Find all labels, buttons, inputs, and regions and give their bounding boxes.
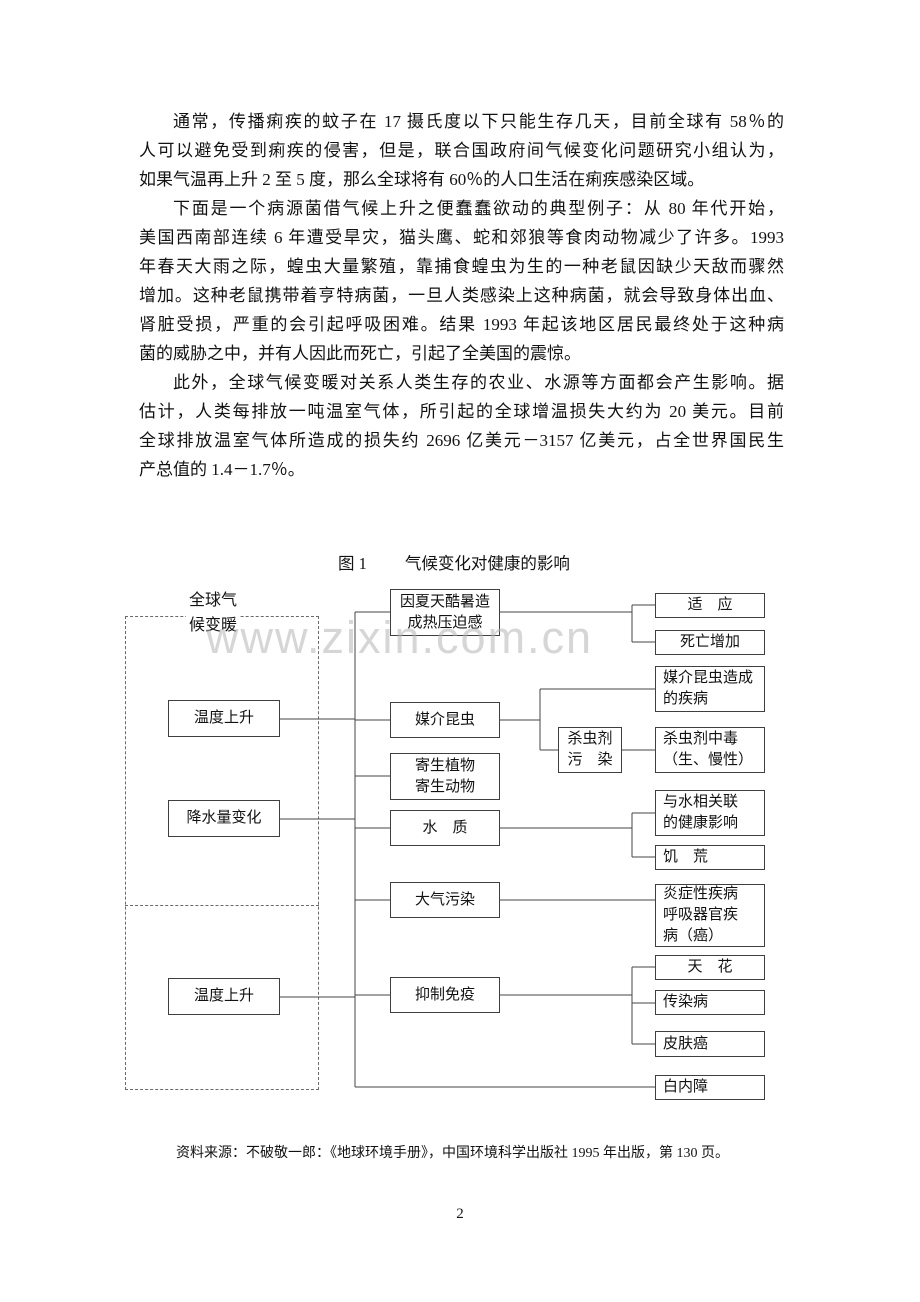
text-line: 肾脏受损，严重的会引起呼吸困难。结果 1993 年起该地区居民最终处于这种病	[139, 315, 784, 334]
text-line: 下面是一个病源菌借气候上升之便蠢蠢欲动的典型例子：从 80 年代开始，	[173, 199, 784, 218]
group-label-global-warming: 全球气 候变暖	[186, 588, 241, 638]
node-label: 传染病	[663, 994, 709, 1010]
node-label: 抑制免疫	[414, 986, 475, 1003]
node-label: 杀虫剂 污 染	[567, 731, 613, 768]
node-label: 杀虫剂中毒 （生、慢性）	[663, 731, 754, 768]
text-line: 年春天大雨之际，蝗虫大量繁殖，靠捕食蝗虫为生的一种老鼠因缺少天敌而骤然	[139, 257, 784, 276]
figure-caption-title: 气候变化对健康的影响	[404, 554, 570, 573]
node-precipitation-change: 降水量变化	[168, 800, 280, 837]
node-temperature-rise-2: 温度上升	[168, 978, 280, 1015]
paragraph-1: 通常，传播痢疾的蚊子在 17 摄氏度以下只能生存几天，目前全球有 58％的 人可…	[139, 107, 784, 194]
text-line: 菌的威胁之中，并有人因此而死亡，引起了全美国的震惊。	[139, 344, 581, 363]
paragraph-3: 此外，全球气候变暖对关系人类生存的农业、水源等方面都会产生影响。据 估计，人类每…	[139, 368, 784, 484]
group-divider-line	[125, 905, 319, 906]
text-line: 全球排放温室气体所造成的损失约 2696 亿美元－3157 亿美元，占全世界国民…	[139, 431, 784, 450]
text-line: 如果气温再上升 2 至 5 度，那么全球将有 60％的人口生活在痢疾感染区域。	[139, 170, 705, 189]
node-vector-borne-disease: 媒介昆虫造成 的疾病	[655, 666, 765, 712]
node-label: 温度上升	[193, 988, 254, 1004]
text-line: 产总值的 1.4－1.7％。	[139, 460, 305, 479]
node-label: 媒介昆虫造成 的疾病	[663, 670, 754, 707]
node-immune-suppression: 抑制免疫	[390, 977, 500, 1013]
node-label: 天 花	[687, 959, 733, 975]
node-respiratory-disease: 炎症性疾病 呼吸器官疾 病（癌）	[655, 884, 765, 947]
node-cataract: 白内障	[655, 1075, 765, 1100]
text-line: 增加。这种老鼠携带着亨特病菌，一旦人类感染上这种病菌，就会导致身体出血、	[139, 286, 784, 305]
node-adaptation: 适 应	[655, 593, 765, 618]
source-note: 资料来源：不破敬一郎：《地球环境手册》，中国环境科学出版社 1995 年出版，第…	[176, 1146, 729, 1161]
node-air-pollution: 大气污染	[390, 882, 500, 918]
text-line: 估计，人类每排放一吨温室气体，所引起的全球增温损失大约为 20 美元。目前	[139, 402, 784, 421]
node-label: 饥 荒	[663, 849, 709, 865]
node-death-increase: 死亡增加	[655, 630, 765, 655]
node-pesticide-poisoning: 杀虫剂中毒 （生、慢性）	[655, 727, 765, 773]
page-number: 2	[456, 1206, 464, 1222]
node-label: 皮肤癌	[663, 1035, 709, 1052]
node-label: 温度上升	[193, 710, 254, 726]
node-vector-insects: 媒介昆虫	[390, 702, 500, 738]
body-text: 通常，传播痢疾的蚊子在 17 摄氏度以下只能生存几天，目前全球有 58％的 人可…	[139, 107, 784, 484]
node-label: 大气污染	[414, 891, 475, 908]
node-heat-stress: 因夏天酷暑造 成热压迫感	[390, 589, 500, 636]
node-label: 与水相关联 的健康影响	[663, 794, 739, 831]
figure-caption: 图 1 气候变化对健康的影响	[338, 550, 570, 574]
node-label: 适 应	[687, 597, 733, 613]
node-water-related-health: 与水相关联 的健康影响	[655, 790, 765, 836]
node-famine: 饥 荒	[655, 845, 765, 870]
node-label: 炎症性疾病 呼吸器官疾 病（癌）	[663, 886, 739, 944]
text-line: 人可以避免受到痢疾的侵害，但是，联合国政府间气候变化问题研究小组认为，	[139, 141, 784, 160]
paragraph-2: 下面是一个病源菌借气候上升之便蠢蠢欲动的典型例子：从 80 年代开始， 美国西南…	[139, 194, 784, 368]
node-smallpox: 天 花	[655, 955, 765, 980]
node-temperature-rise-1: 温度上升	[168, 700, 280, 737]
node-pesticide-pollution: 杀虫剂 污 染	[558, 727, 622, 773]
text-line: 此外，全球气候变暖对关系人类生存的农业、水源等方面都会产生影响。据	[173, 373, 784, 392]
node-label: 因夏天酷暑造 成热压迫感	[399, 593, 490, 631]
node-label: 死亡增加	[679, 634, 740, 650]
node-label: 媒介昆虫	[414, 711, 475, 728]
node-infectious-disease: 传染病	[655, 990, 765, 1015]
node-label: 寄生植物 寄生动物	[414, 757, 475, 795]
node-label: 白内障	[663, 1079, 709, 1095]
node-parasites: 寄生植物 寄生动物	[390, 753, 500, 800]
node-water-quality: 水 质	[390, 810, 500, 846]
node-label: 降水量变化	[186, 810, 262, 826]
figure-caption-label: 图 1	[338, 554, 367, 573]
text-line: 美国西南部连续 6 年遭受旱灾，猫头鹰、蛇和郊狼等食肉动物减少了许多。1993	[139, 228, 784, 247]
node-skin-cancer: 皮肤癌	[655, 1031, 765, 1057]
node-label: 水 质	[422, 819, 468, 836]
text-line: 通常，传播痢疾的蚊子在 17 摄氏度以下只能生存几天，目前全球有 58％的	[173, 112, 784, 131]
